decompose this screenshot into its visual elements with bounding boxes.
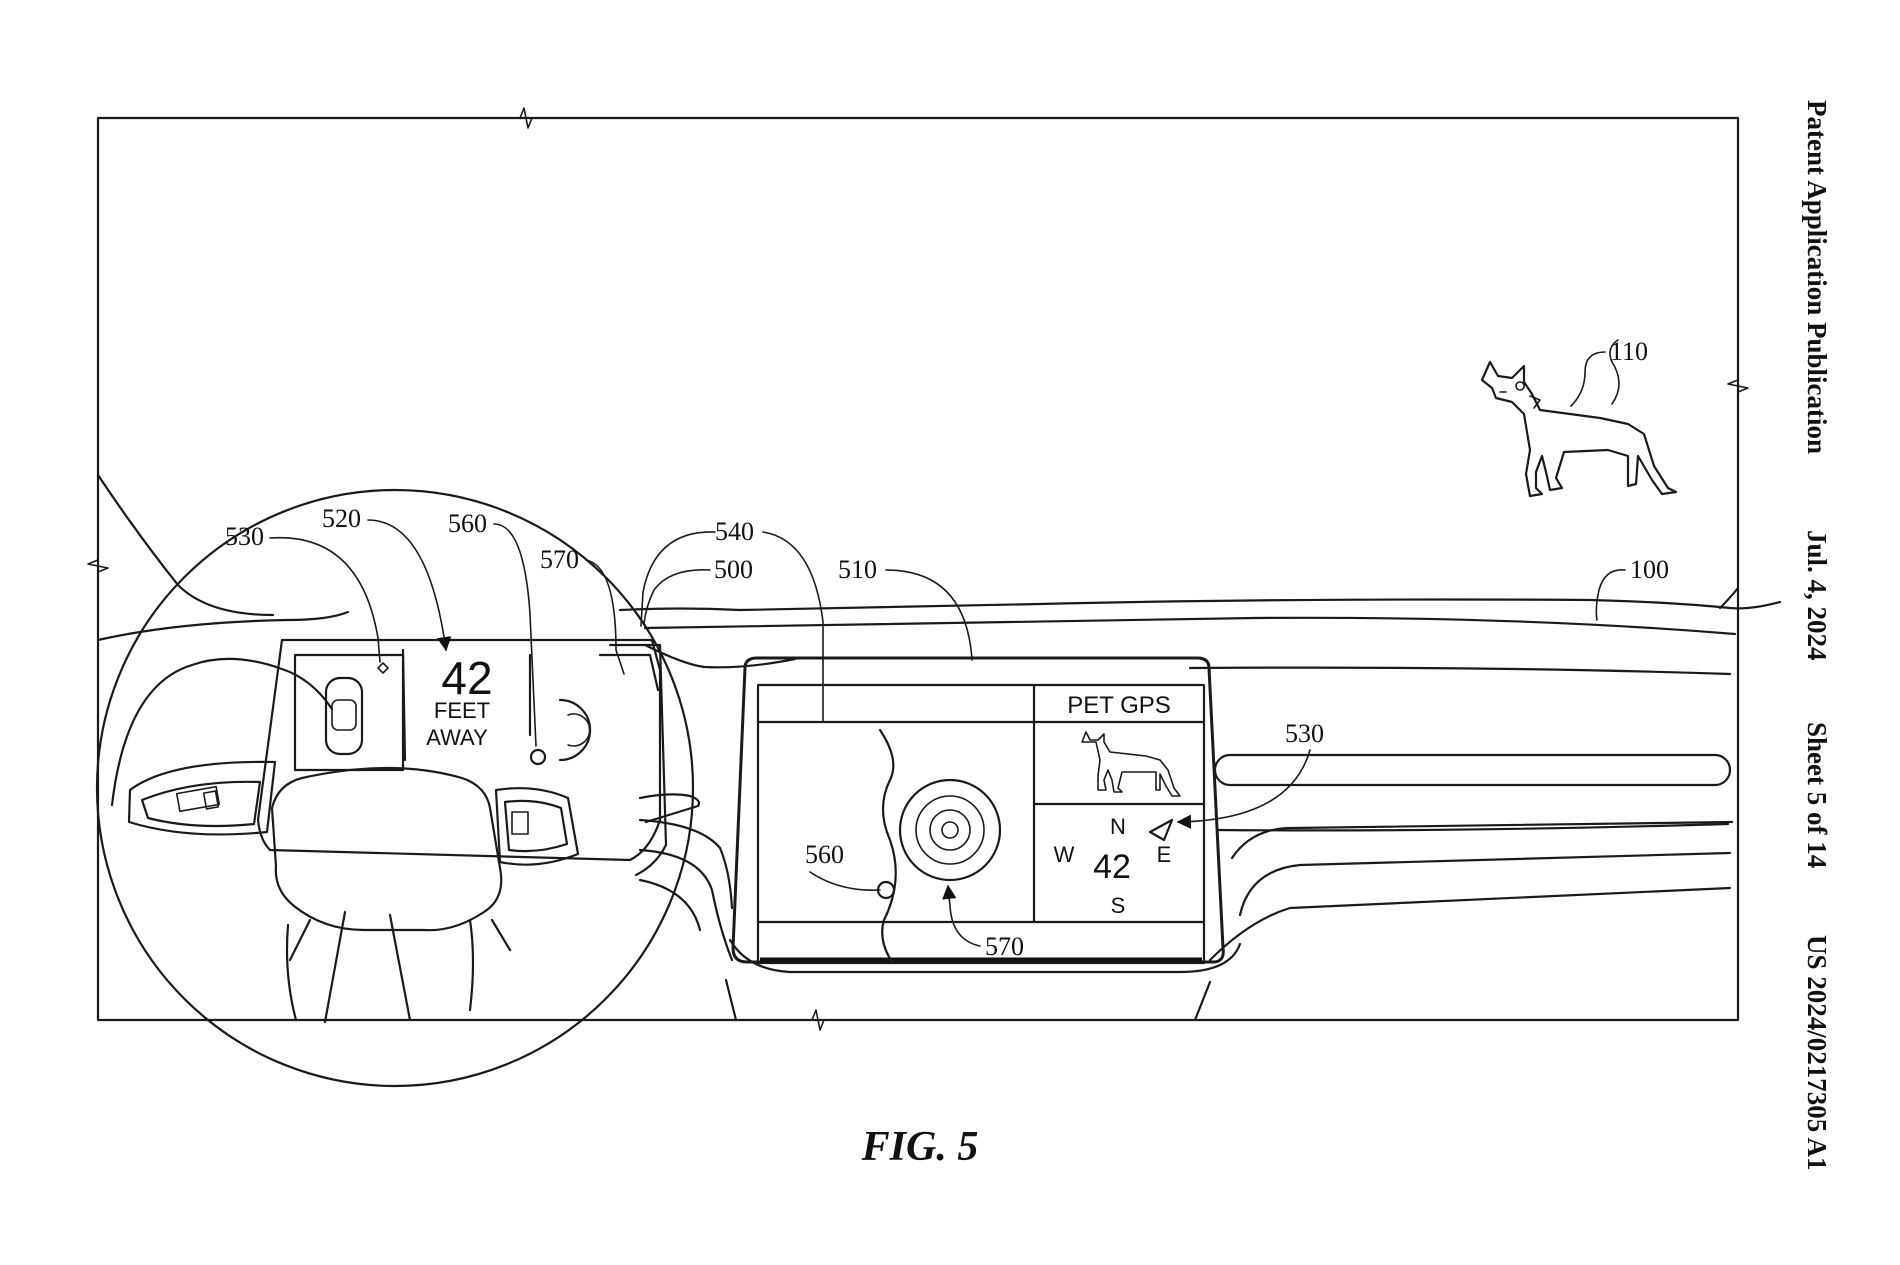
center-display: PET GPS N E S W 42	[728, 656, 1242, 974]
compass-south-label: S	[1111, 893, 1126, 918]
map-road	[878, 728, 897, 964]
figure-frame	[87, 107, 1749, 1031]
target-ring-icon	[558, 698, 592, 762]
compass-west-label: W	[1054, 842, 1075, 867]
center-distance-value: 42	[1093, 848, 1131, 886]
pet-dog-figure	[1480, 339, 1678, 498]
ref-510: 510	[838, 555, 877, 584]
ref-570-cluster: 570	[540, 545, 579, 574]
ref-560-cluster: 560	[448, 509, 487, 538]
ref-540: 540	[715, 517, 754, 546]
instrument-cluster: 42 FEET AWAY	[256, 638, 668, 877]
compass-north-label: N	[1110, 814, 1126, 839]
car-top-view-icon	[324, 676, 364, 756]
ref-530-cluster: 530	[225, 522, 264, 551]
compass-east-label: E	[1157, 842, 1172, 867]
ref-570-map: 570	[985, 932, 1024, 961]
header-publication: Patent Application Publication	[1802, 100, 1832, 454]
ref-500: 500	[714, 555, 753, 584]
pet-dog-icon	[1081, 731, 1181, 797]
cluster-distance-unit-feet: FEET	[434, 698, 490, 723]
pet-location-marker	[529, 748, 547, 766]
header-number: US 2024/0217305 A1	[1802, 935, 1832, 1171]
ref-530-center: 530	[1285, 719, 1324, 748]
map-target-rings	[898, 778, 1002, 882]
ref-100: 100	[1630, 555, 1669, 584]
cluster-distance-unit-away: AWAY	[426, 725, 488, 750]
ref-110: 110	[1610, 337, 1648, 366]
pet-gps-title: PET GPS	[1067, 692, 1171, 719]
compass-pointer-icon	[1148, 818, 1174, 842]
figure-caption: FIG. 5	[861, 1124, 979, 1170]
header-sheet: Sheet 5 of 14	[1802, 722, 1832, 868]
cluster-distance-value: 42	[441, 652, 492, 704]
vehicle-interior	[96, 473, 1782, 1022]
reference-numerals: 110 100 530 520 560 570 540 500 510 530 …	[225, 337, 1669, 961]
ref-520: 520	[322, 504, 361, 533]
steering-wheel	[95, 488, 695, 1088]
direction-arrow-icon	[377, 662, 389, 674]
ref-560-map: 560	[805, 840, 844, 869]
header-block: Patent Application Publication Jul. 4, 2…	[1802, 100, 1832, 1171]
header-date: Jul. 4, 2024	[1802, 530, 1832, 661]
